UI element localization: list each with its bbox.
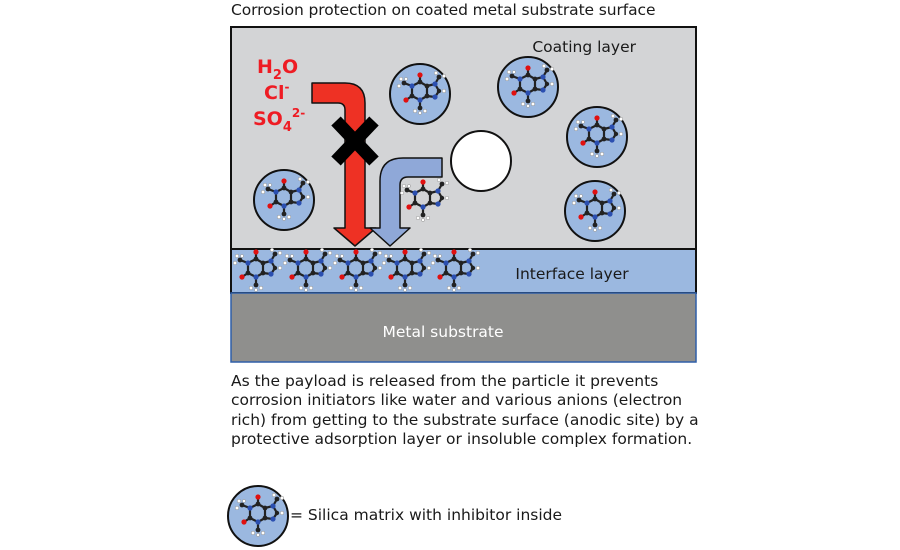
coating-layer-label: Coating layer: [532, 38, 636, 56]
silica-particle-icon: [228, 486, 288, 546]
release-arrow-icon: [369, 157, 443, 247]
sulfate-label: SO42-: [253, 106, 305, 135]
silica-particle: [254, 170, 314, 230]
water-label: H2O: [257, 56, 298, 83]
silica-particle: [565, 181, 625, 241]
silica-particle: [567, 107, 627, 167]
interface-layer-label: Interface layer: [515, 265, 629, 283]
silica-particle: [498, 57, 558, 117]
corrosion-initiators: H2O Cl- SO42-: [253, 56, 305, 135]
metal-substrate-label: Metal substrate: [382, 323, 503, 341]
description-text: As the payload is released from the part…: [231, 372, 699, 448]
metal-substrate: [230, 292, 697, 363]
empty-particle: [450, 130, 512, 192]
legend-label: = Silica matrix with inhibitor inside: [290, 506, 563, 524]
block-x-icon: [331, 116, 379, 166]
silica-particle: [390, 64, 450, 124]
chloride-label: Cl-: [264, 80, 289, 104]
diagram-title: Corrosion protection on coated metal sub…: [231, 1, 656, 19]
blocked-arrow-icon: [311, 82, 377, 247]
